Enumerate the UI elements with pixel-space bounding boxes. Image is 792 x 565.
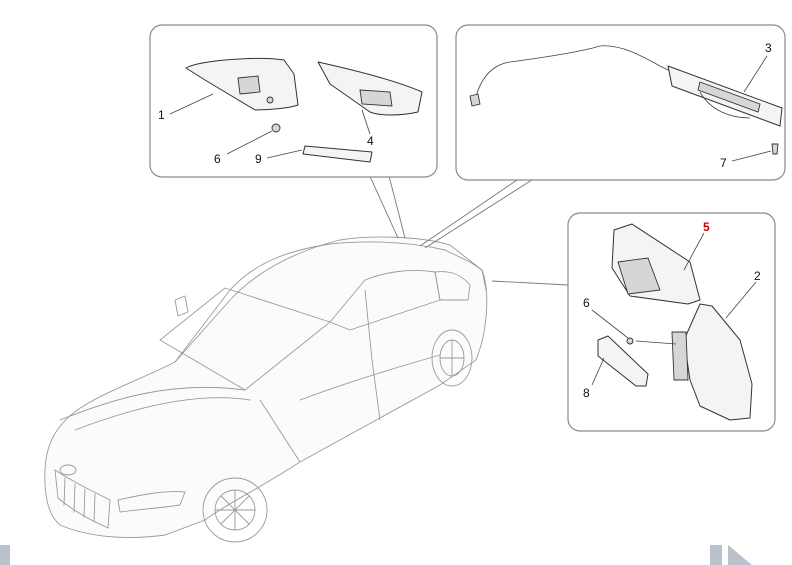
car-grille: [54, 469, 111, 529]
inset-third-brake-light: 3 7: [455, 24, 786, 181]
label-1: 1: [158, 108, 165, 122]
inset-frame: [455, 24, 786, 181]
corner-mark-left: [0, 545, 10, 565]
wire-branch: [699, 91, 751, 119]
inset-tail-lights: 1 4 6 9: [149, 24, 438, 178]
callout-line-right-top-inset: [424, 177, 536, 249]
callout-line-left-inset: [367, 171, 399, 239]
part-4-tail-light-outer: [317, 61, 423, 116]
part-1-connector: [237, 75, 261, 95]
car-grille-bar: [63, 477, 66, 506]
leader-6-side: [591, 309, 629, 339]
inset-side-lights: 5 2 6 8: [567, 212, 776, 432]
label-8: 8: [583, 386, 590, 400]
label-6-side: 6: [583, 296, 590, 310]
car-headlight: [117, 491, 186, 513]
label-6: 6: [214, 152, 221, 166]
car-grille-bar: [83, 488, 86, 518]
leader-6-axis: [635, 340, 677, 345]
leader-2: [725, 281, 757, 319]
label-5: 5: [703, 220, 710, 234]
car-door-line: [371, 359, 381, 421]
leader-3: [743, 55, 768, 93]
callout-line-right-top-inset: [419, 177, 521, 247]
leader-5: [683, 232, 705, 271]
part-4-bulb-holder: [359, 89, 393, 107]
car-illustration: [44, 236, 488, 543]
leader-1: [169, 93, 214, 115]
leader-7: [731, 150, 772, 162]
callout-line-side-inset: [491, 280, 569, 286]
wire-harness: [474, 45, 673, 101]
car-front-wheel: [202, 477, 268, 543]
car-hood-line-1: [59, 386, 246, 421]
car-grille-bar: [73, 483, 76, 513]
car-side-window-rear: [434, 271, 471, 301]
leader-8: [591, 357, 605, 386]
part-1-screw: [266, 96, 274, 104]
car-mirror: [174, 295, 189, 317]
label-7: 7: [720, 156, 727, 170]
label-3: 3: [765, 41, 772, 55]
part-2-mount: [671, 331, 689, 381]
callout-line-left-inset: [387, 171, 406, 239]
label-4: 4: [367, 134, 374, 148]
part-6-nut: [271, 123, 281, 133]
car-rear-deck: [444, 249, 487, 291]
part-9-gasket: [302, 145, 373, 163]
car-door-line: [259, 399, 301, 463]
corner-mark-right-bar: [710, 545, 722, 565]
car-badge: [59, 464, 77, 476]
car-b-pillar: [364, 289, 373, 361]
wire-connector: [469, 93, 481, 107]
car-hood-line-2: [74, 397, 251, 431]
corner-mark-right-arrow: [728, 545, 752, 565]
label-9: 9: [255, 152, 262, 166]
car-grille-bar: [93, 493, 96, 523]
part-8-gasket: [597, 335, 649, 387]
label-2: 2: [754, 269, 761, 283]
part-7-screw: [771, 143, 779, 155]
leader-6: [226, 130, 273, 155]
car-side-crease: [299, 354, 441, 401]
car-front-spoke: [220, 495, 250, 525]
car-rear-wheel: [431, 329, 473, 387]
car-roof-line: [174, 241, 446, 363]
leader-4: [361, 109, 371, 135]
leader-9: [266, 149, 303, 159]
part-6-nut-side: [626, 337, 634, 345]
car-body: [44, 236, 488, 538]
part-5-connector: [617, 257, 661, 295]
part-3-lens: [697, 81, 761, 113]
